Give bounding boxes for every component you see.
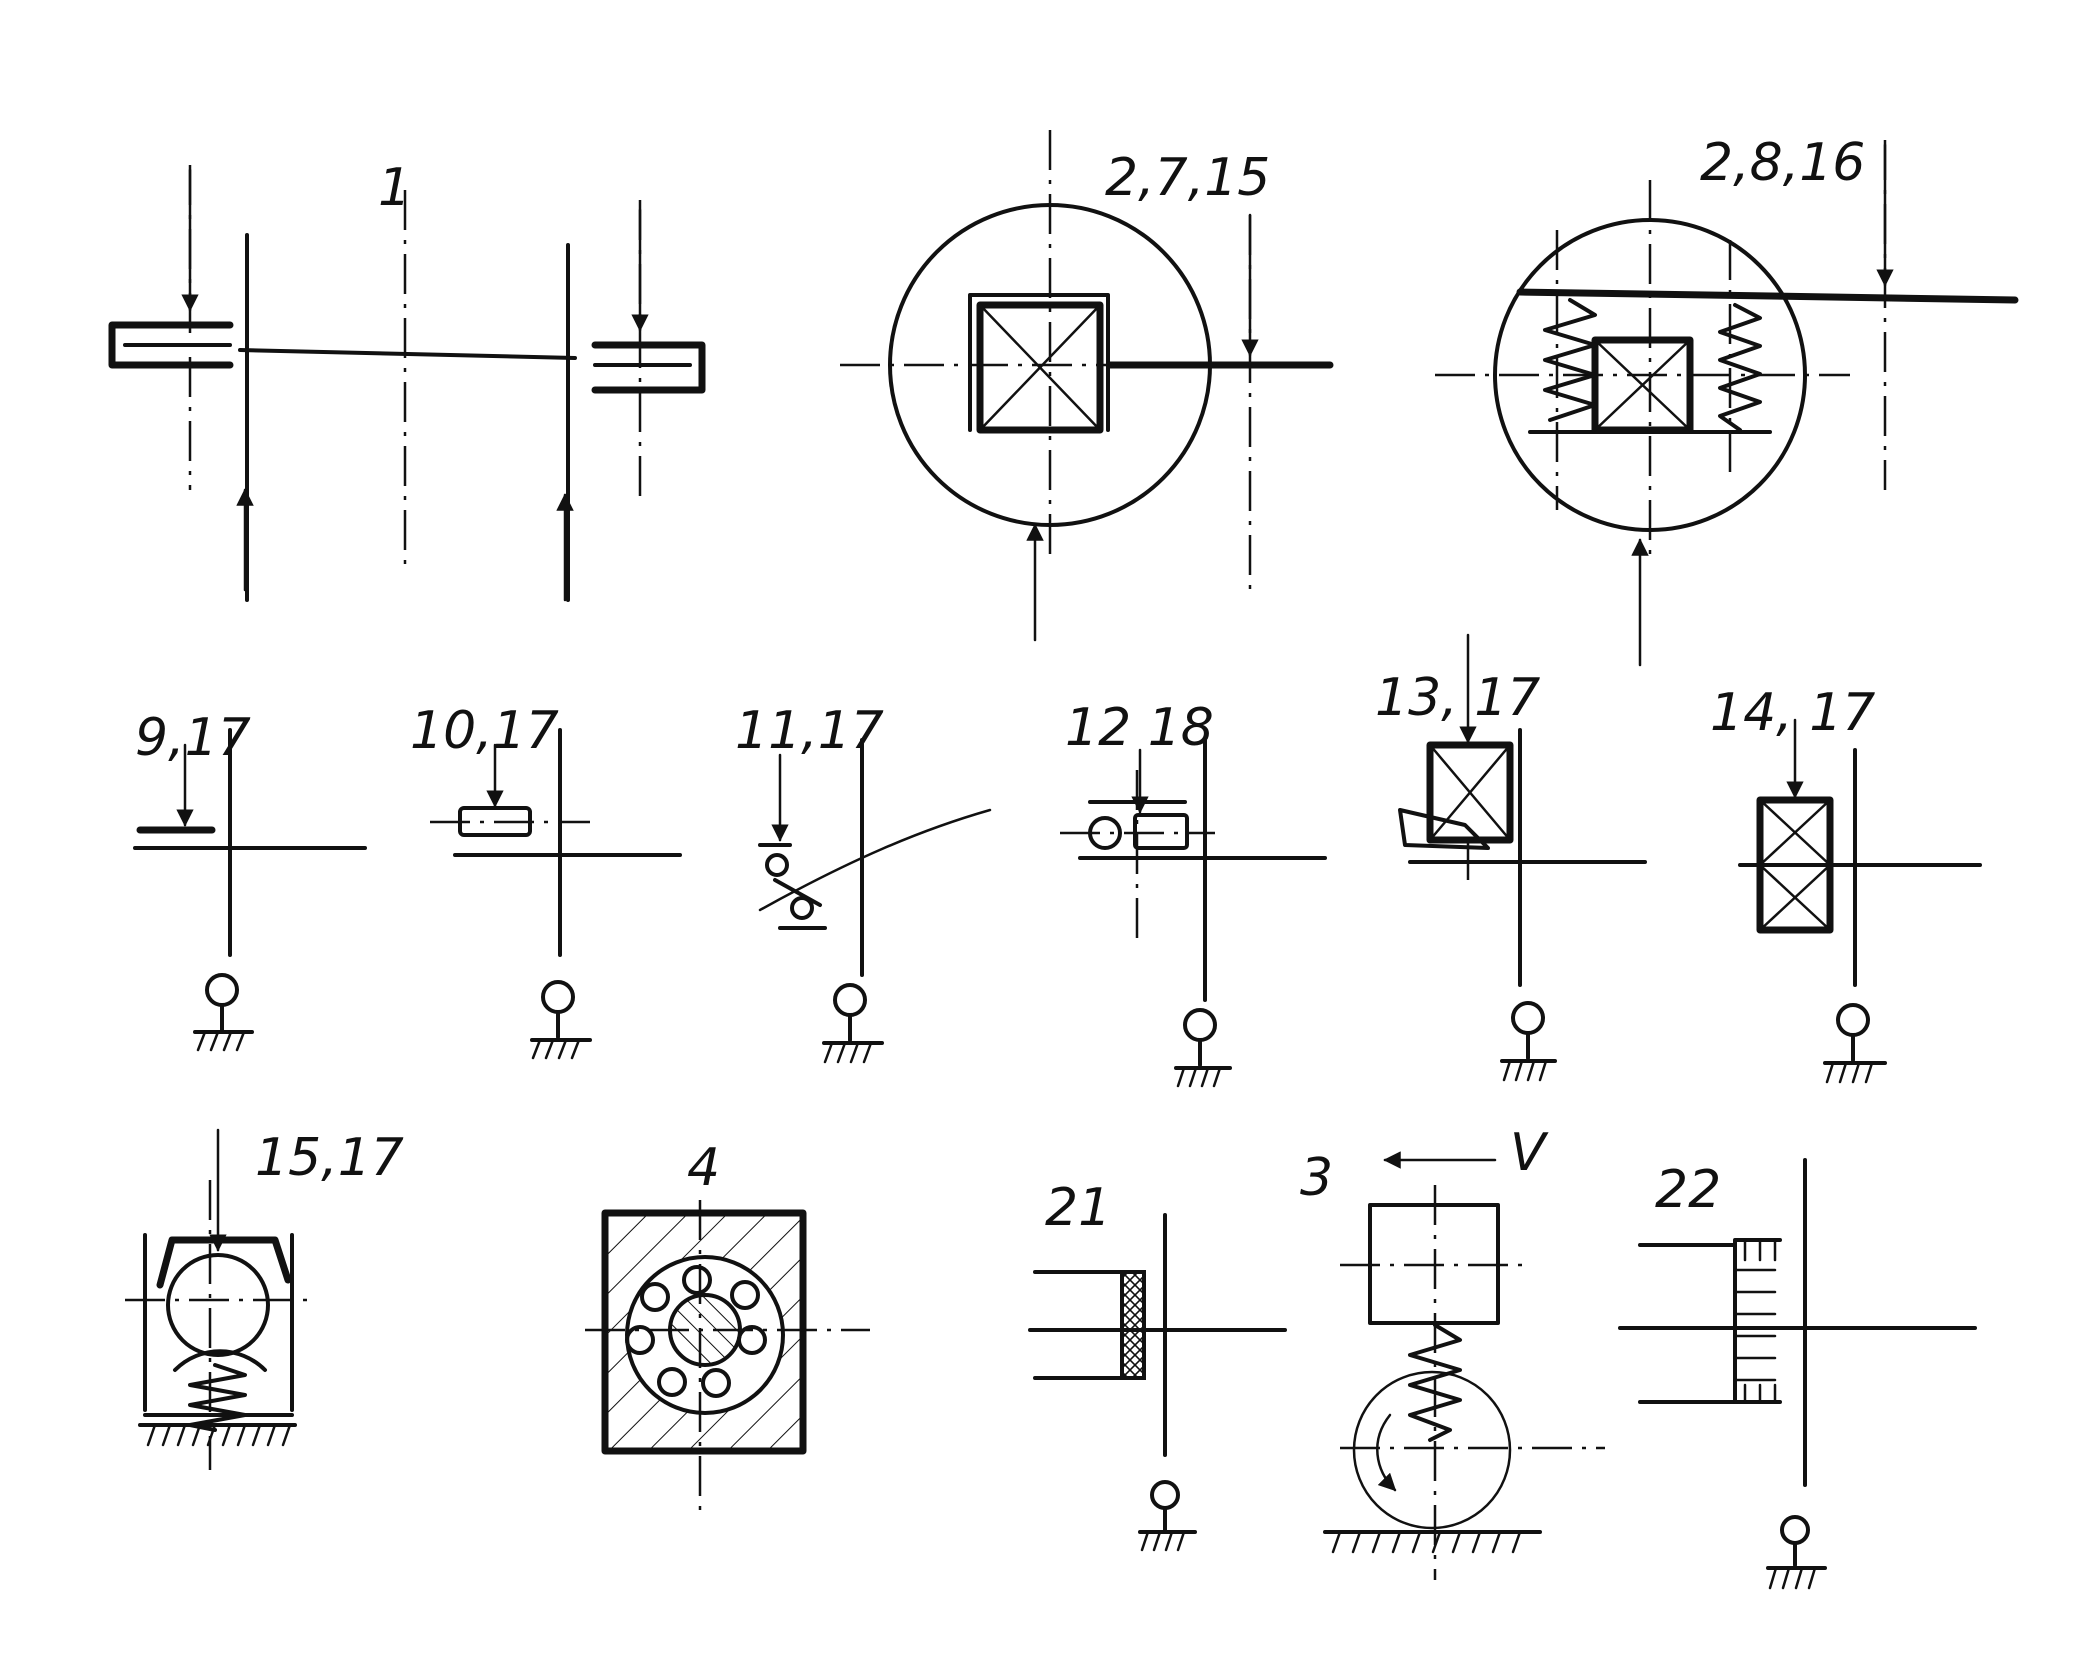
figure-21: 21 xyxy=(1028,1178,1287,1552)
figure-14-17-label: 14, 17 xyxy=(1710,683,1875,743)
figure-2-8-16-spring-mount: 2,8,16 xyxy=(1435,133,2019,667)
figure-4-bolt-pattern-section: 4 xyxy=(585,1138,870,1510)
figure-11-17: 11,17 xyxy=(735,701,992,1064)
figure-12-18-label: 12 18 xyxy=(1065,698,1214,758)
figure-22: 22 xyxy=(1618,1158,1977,1590)
figure-15-17-label: 15,17 xyxy=(255,1128,404,1188)
figure-3-label: 3 xyxy=(1300,1148,1333,1208)
figure-15-17-ball-and-spring: 15,17 xyxy=(125,1128,404,1470)
figure-2-8-16-label: 2,8,16 xyxy=(1700,133,1865,193)
figure-3-velocity-label: V xyxy=(1510,1123,1549,1183)
figure-2-7-15-circular-mount: 2,7,15 xyxy=(840,130,1334,642)
figure-21-label: 21 xyxy=(1045,1178,1111,1238)
figure-9-17-label: 9,17 xyxy=(135,708,251,768)
figure-12-18: 12 18 xyxy=(1060,698,1327,1088)
figure-10-17-label: 10,17 xyxy=(410,701,559,761)
figure-2-7-15-label: 2,7,15 xyxy=(1105,148,1270,208)
figure-11-17-label: 11,17 xyxy=(735,701,884,761)
figure-10-17: 10,17 xyxy=(410,701,682,1060)
figure-13-17-label: 13, 17 xyxy=(1375,668,1540,728)
figure-22-label: 22 xyxy=(1655,1160,1721,1220)
figure-9-17: 9,17 xyxy=(133,708,367,1052)
figure-3-rolling-wheel-spring: 3 V xyxy=(1300,1123,1605,1580)
figure-4-label: 4 xyxy=(687,1138,720,1198)
figure-14-17: 14, 17 xyxy=(1710,683,1982,1084)
figure-1-beam-schematic: 1 xyxy=(108,158,706,602)
figure-13-17: 13, 17 xyxy=(1375,633,1647,1082)
